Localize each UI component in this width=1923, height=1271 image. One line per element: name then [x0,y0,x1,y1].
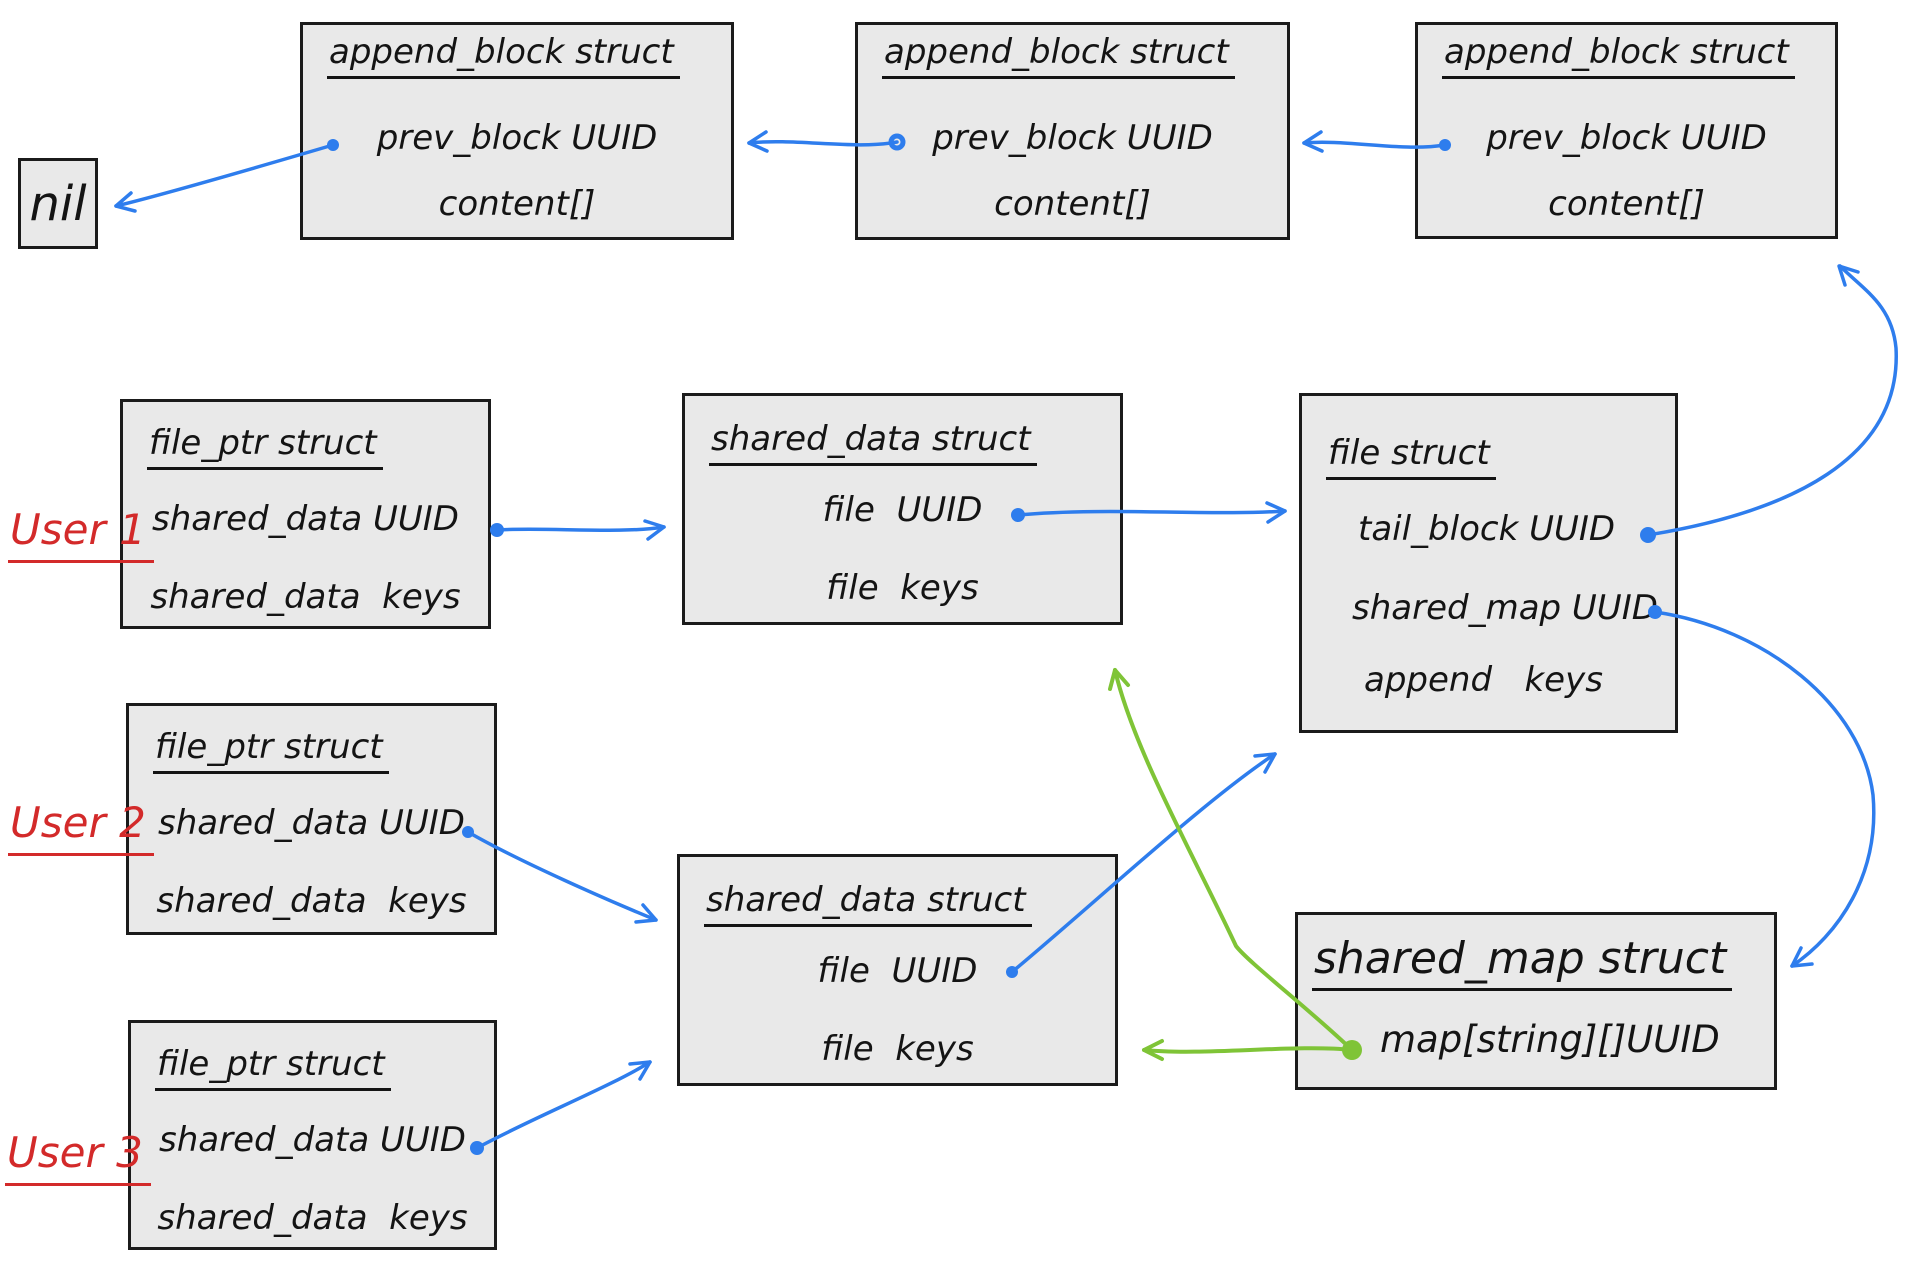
user2-label: User 2 [8,798,154,856]
box-title: file_ptr struct [155,1047,391,1091]
arrow-user3-ptr-to-shared-data2 [475,1060,652,1150]
nil-box: nil [18,158,98,249]
pointer-dot-user1-shared-data [490,523,504,537]
box-title: shared_data struct [709,422,1037,466]
box-title: shared_data struct [704,883,1032,927]
user3-label: User 3 [5,1128,151,1186]
box-field: prev_block UUID [1486,118,1767,158]
box-field: prev_block UUID [932,118,1213,158]
shared-data-struct-2: shared_data struct file UUID file keys [677,854,1118,1086]
box-field: file UUID [822,490,983,530]
append-block-struct-1: append_block struct prev_block UUID cont… [300,22,734,240]
arrow-user1-ptr-to-shared-data1 [495,519,666,541]
box-field: shared_data keys [157,1198,468,1238]
box-field: prev_block UUID [376,118,658,158]
shared-data-struct-1: shared_data struct file UUID file keys [682,393,1123,625]
box-title: append_block struct [1442,35,1795,79]
box-field: file keys [826,568,979,608]
append-block-struct-2: append_block struct prev_block UUID cont… [855,22,1290,240]
box-field: map[string][]UUID [1380,1018,1720,1061]
box-title: append_block struct [327,35,680,79]
shared-map-struct: shared_map struct map[string][]UUID [1295,912,1777,1090]
box-title: file_ptr struct [147,426,383,470]
box-field: tail_block UUID [1358,509,1616,549]
box-field: content[] [994,184,1151,224]
file-ptr-struct-user3: file_ptr struct shared_data UUID shared_… [128,1020,497,1250]
box-field: shared_data keys [156,881,467,921]
box-field: shared_data keys [150,577,461,617]
box-title: append_block struct [882,35,1235,79]
box-field: content[] [1548,184,1705,224]
nil-label: nil [29,175,87,232]
file-struct: file struct tail_block UUID shared_map U… [1299,393,1678,733]
box-field: shared_data UUID [158,803,465,843]
box-title: file struct [1326,436,1496,480]
arrow-tail-block-to-append3 [1646,264,1898,537]
box-title: file_ptr struct [153,730,389,774]
box-field: file UUID [817,951,978,991]
file-ptr-struct-user2: file_ptr struct shared_data UUID shared_… [126,703,497,935]
box-field: append keys [1364,660,1603,700]
user1-label: User 1 [8,505,154,563]
file-ptr-struct-user1: file_ptr struct shared_data UUID shared_… [120,399,491,629]
box-field: shared_map UUID [1352,588,1658,628]
box-title: shared_map struct [1312,937,1733,991]
append-block-struct-3: append_block struct prev_block UUID cont… [1415,22,1838,239]
box-field: file keys [821,1029,974,1069]
box-field: shared_data UUID [152,499,459,539]
box-field: shared_data UUID [159,1120,466,1160]
box-field: content[] [438,184,596,224]
